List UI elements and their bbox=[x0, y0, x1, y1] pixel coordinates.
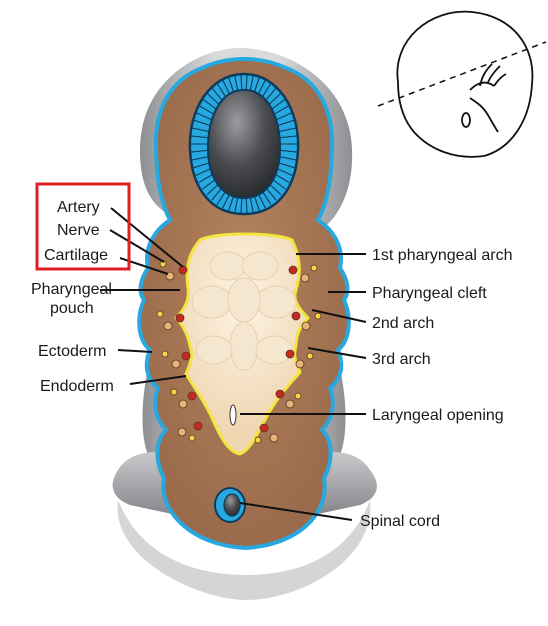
label-nerve: Nerve bbox=[57, 222, 100, 239]
label-pharyngeal-cleft: Pharyngeal cleft bbox=[372, 285, 487, 302]
laryngeal-opening-slit bbox=[229, 404, 237, 426]
label-laryngeal-opening: Laryngeal opening bbox=[372, 407, 504, 424]
label-second-arch: 2nd arch bbox=[372, 315, 434, 332]
label-first-arch: 1st pharyngeal arch bbox=[372, 247, 513, 264]
spinal-cord-structure bbox=[214, 487, 246, 523]
label-cartilage: Cartilage bbox=[44, 247, 108, 264]
label-third-arch: 3rd arch bbox=[372, 351, 431, 368]
label-ectoderm: Ectoderm bbox=[38, 343, 106, 360]
label-pharyngeal-pouch-line1: Pharyngeal bbox=[31, 281, 112, 298]
inset-embryo-outline bbox=[377, 10, 547, 158]
highlight-box bbox=[35, 182, 131, 271]
label-endoderm: Endoderm bbox=[40, 378, 114, 395]
label-spinal-cord: Spinal cord bbox=[360, 513, 440, 530]
arch-contents bbox=[156, 260, 322, 444]
label-artery: Artery bbox=[57, 199, 100, 216]
pharynx-bulges bbox=[191, 251, 297, 371]
label-pharyngeal-pouch-line2: pouch bbox=[50, 300, 94, 317]
neural-tube-brain bbox=[188, 72, 300, 216]
